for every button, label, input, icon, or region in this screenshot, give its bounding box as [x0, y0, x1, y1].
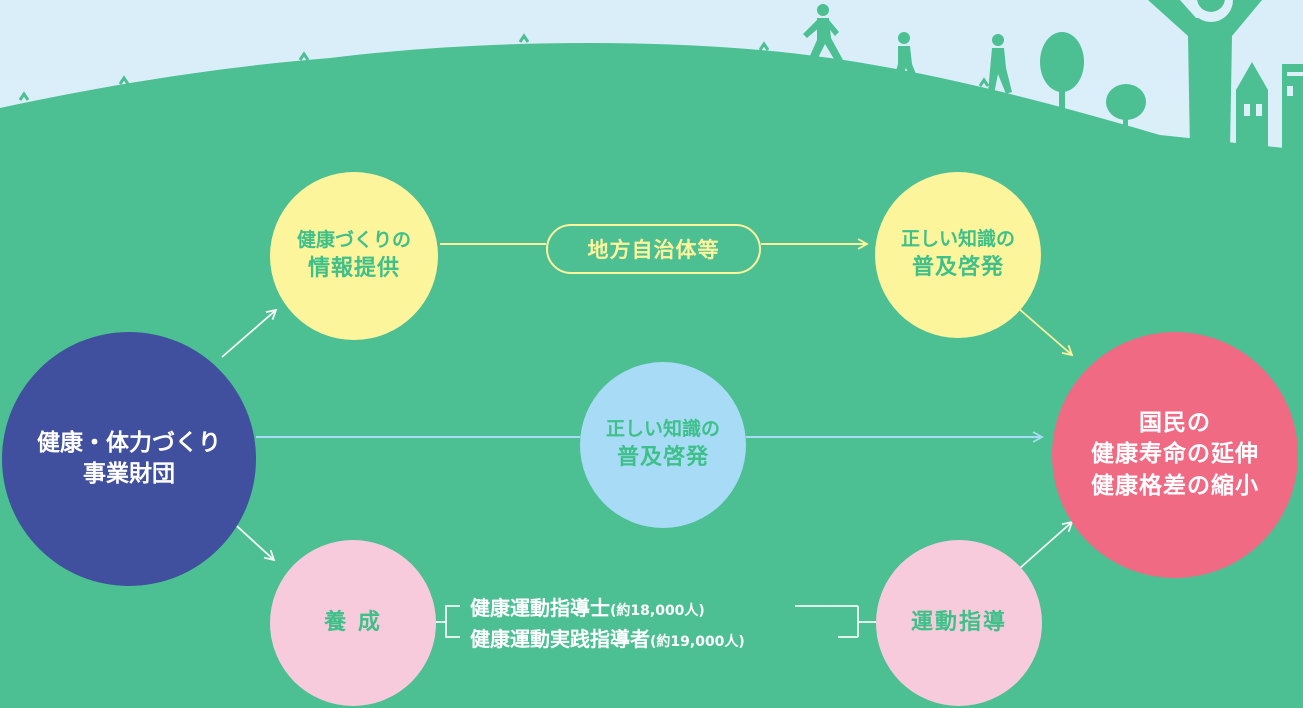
- trainee-bracket-lines: [434, 605, 876, 638]
- dissemination-center-line2: 普及啓発: [616, 444, 709, 470]
- dissemination-top-line2: 普及啓発: [911, 254, 1004, 280]
- trainee-instructor: 健康運動指導士(約18,000人): [470, 592, 705, 621]
- runner-silhouette-icon: [799, 4, 843, 72]
- arrow-foundation-to-info: [221, 308, 278, 358]
- training-label: 養 成: [324, 610, 382, 636]
- goal-line1: 国民の: [1139, 410, 1211, 437]
- trainee-practitioner-count: (約19,000人): [650, 634, 745, 650]
- node-training: 養 成: [270, 540, 436, 706]
- trainee-instructor-title: 健康運動指導士: [470, 596, 610, 620]
- node-dissemination-center: 正しい知識の 普及啓発: [580, 362, 746, 528]
- info-provision-line2: 情報提供: [307, 255, 400, 281]
- goal-line2: 健康寿命の延伸: [1091, 441, 1259, 468]
- foundation-line2: 事業財団: [83, 461, 175, 487]
- trainee-practitioner-title: 健康運動実践指導者: [470, 627, 650, 651]
- trainee-instructor-count: (約18,000人): [610, 603, 705, 619]
- node-local-government: 地方自治体等: [546, 224, 761, 274]
- tree-silhouette-icon: [1040, 32, 1146, 132]
- node-goal: 国民の 健康寿命の延伸 健康格差の縮小: [1052, 332, 1298, 578]
- arrow-guidance-to-goal: [1019, 520, 1074, 569]
- goal-line3: 健康格差の縮小: [1091, 472, 1259, 499]
- trainee-practitioner: 健康運動実践指導者(約19,000人): [470, 623, 745, 652]
- person-raising-arms-icon: [1148, 0, 1262, 150]
- node-exercise-guidance: 運動指導: [876, 540, 1042, 706]
- dissemination-center-line1: 正しい知識の: [605, 418, 720, 441]
- building-silhouette-icon: [1236, 62, 1303, 154]
- exercise-guidance-label: 運動指導: [910, 610, 1007, 636]
- node-info-provision: 健康づくりの 情報提供: [270, 172, 438, 340]
- runner-silhouette-icon: [886, 32, 920, 88]
- info-provision-line1: 健康づくりの: [296, 229, 411, 252]
- node-foundation: 健康・体力づくり 事業財団: [2, 332, 256, 586]
- node-dissemination-top: 正しい知識の 普及啓発: [875, 172, 1041, 338]
- runner-silhouette-icon: [988, 34, 1012, 94]
- foundation-line1: 健康・体力づくり: [37, 429, 221, 456]
- arrow-dissemination-to-goal: [1017, 307, 1074, 357]
- dissemination-top-line1: 正しい知識の: [900, 228, 1015, 251]
